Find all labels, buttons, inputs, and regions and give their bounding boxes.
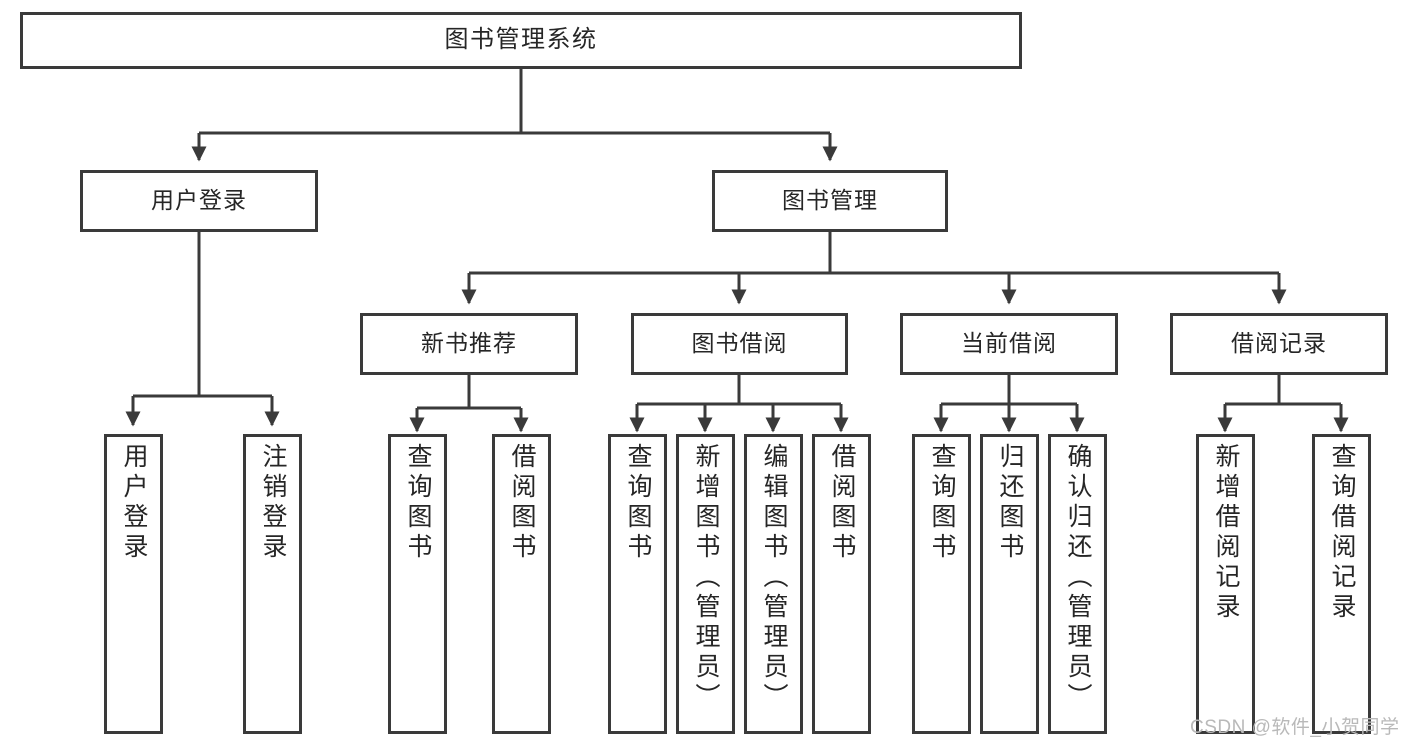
node-label: 图书借阅 <box>691 330 788 357</box>
node-label: 新增图书（管理员） <box>692 443 720 713</box>
leaf-user-login-login[interactable]: 用户登录 <box>104 434 163 734</box>
node-root-system[interactable]: 图书管理系统 <box>20 12 1022 69</box>
leaf-book-borrow-query[interactable]: 查询图书 <box>608 434 667 734</box>
node-current-borrow[interactable]: 当前借阅 <box>900 313 1118 375</box>
node-label: 新书推荐 <box>421 330 517 357</box>
node-label: 借阅图书 <box>828 443 856 563</box>
node-label: 归还图书 <box>996 443 1024 563</box>
leaf-borrow-record-query[interactable]: 查询借阅记录 <box>1312 434 1371 734</box>
node-book-borrow[interactable]: 图书借阅 <box>631 313 848 375</box>
node-label: 编辑图书（管理员） <box>760 443 788 713</box>
node-label: 用户登录 <box>151 187 247 214</box>
node-label: 确认归还（管理员） <box>1064 443 1092 713</box>
node-label: 查询图书 <box>404 443 432 563</box>
node-label: 查询图书 <box>928 443 956 563</box>
node-new-book-recommend[interactable]: 新书推荐 <box>360 313 578 375</box>
node-borrow-record[interactable]: 借阅记录 <box>1170 313 1388 375</box>
leaf-new-book-query[interactable]: 查询图书 <box>388 434 447 734</box>
node-book-management[interactable]: 图书管理 <box>712 170 948 232</box>
node-label: 注销登录 <box>259 443 287 563</box>
node-label: 图书管理 <box>782 187 878 214</box>
node-label: 图书管理系统 <box>444 26 598 54</box>
leaf-current-borrow-return[interactable]: 归还图书 <box>980 434 1039 734</box>
node-label: 当前借阅 <box>961 330 1057 357</box>
leaf-current-borrow-query[interactable]: 查询图书 <box>912 434 971 734</box>
node-label: 查询图书 <box>624 443 652 563</box>
leaf-book-borrow-add[interactable]: 新增图书（管理员） <box>676 434 735 734</box>
node-label: 借阅图书 <box>508 443 536 563</box>
node-label: 用户登录 <box>120 443 148 563</box>
leaf-new-book-borrow[interactable]: 借阅图书 <box>492 434 551 734</box>
csdn-watermark: CSDN @软件_小贺同学 <box>1190 717 1400 738</box>
node-user-login[interactable]: 用户登录 <box>80 170 318 232</box>
node-label: 新增借阅记录 <box>1212 443 1240 623</box>
node-label: 借阅记录 <box>1231 330 1327 357</box>
leaf-book-borrow-borrow[interactable]: 借阅图书 <box>812 434 871 734</box>
node-label: 查询借阅记录 <box>1328 443 1356 623</box>
leaf-current-borrow-confirm-return[interactable]: 确认归还（管理员） <box>1048 434 1107 734</box>
leaf-user-login-logout[interactable]: 注销登录 <box>243 434 302 734</box>
leaf-book-borrow-edit[interactable]: 编辑图书（管理员） <box>744 434 803 734</box>
leaf-borrow-record-add[interactable]: 新增借阅记录 <box>1196 434 1255 734</box>
